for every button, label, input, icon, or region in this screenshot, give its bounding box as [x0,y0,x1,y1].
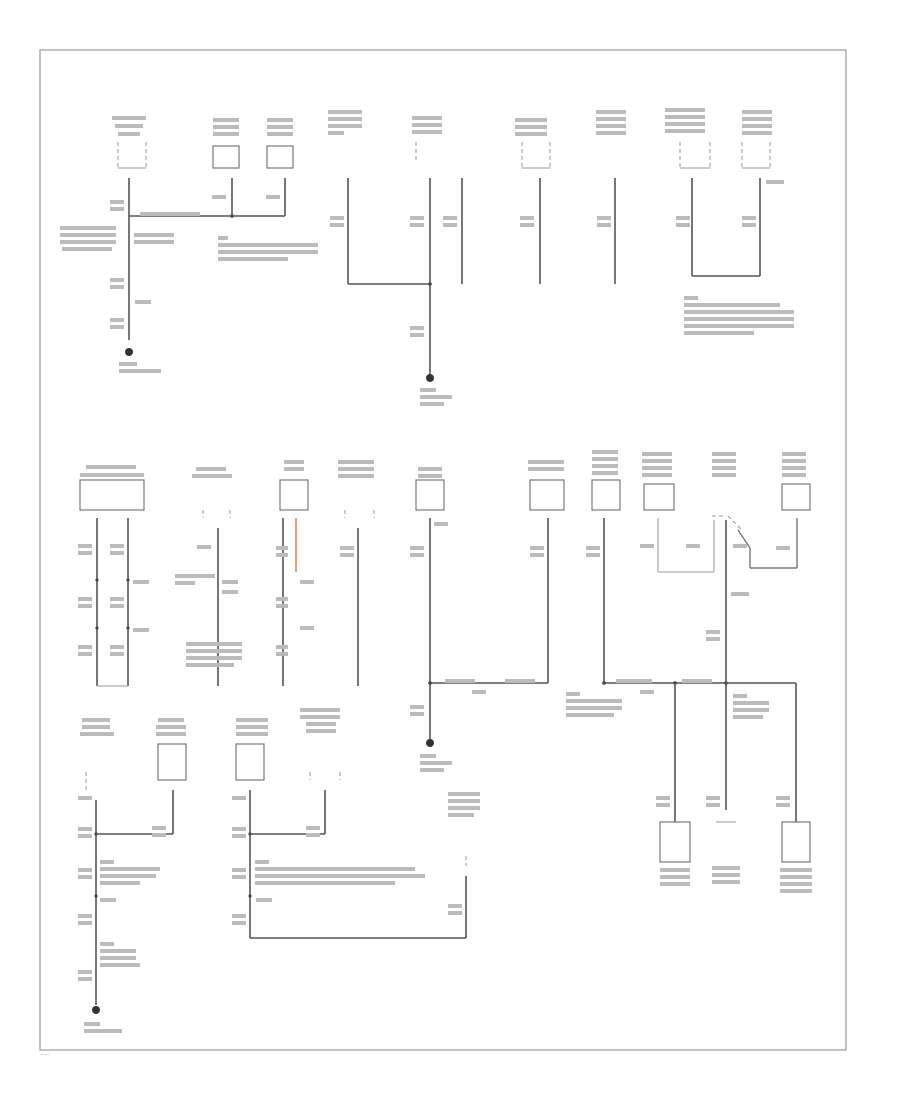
component-low-3 [232,718,425,938]
component-top-2 [212,118,240,216]
component-mid-2 [175,467,242,686]
component-low-r2 [712,821,740,884]
diagram-frame [39,49,847,1051]
ground-symbol [92,1006,100,1014]
component-low-2 [152,718,187,837]
component-mid-7 [566,450,622,717]
component-mid-1 [78,465,149,687]
component-low-r3 [780,821,812,893]
component-mid-4 [338,460,375,686]
component-mid-5 [410,467,452,772]
component-top-6 [515,118,551,284]
ground-symbol [125,348,133,356]
component-top-1 [60,116,174,373]
component-mid-6 [528,460,565,683]
component-low-1 [78,718,160,1033]
component-top-3 [266,118,294,216]
component-mid-3 [276,460,314,686]
footer-mark: —— [40,1053,50,1058]
component-low-5 [448,792,480,938]
ground-symbol [426,374,434,382]
component-top-4 [328,110,362,284]
component-top-9 [741,110,784,276]
ground-symbol [426,739,434,747]
component-top-5 [410,116,463,406]
component-low-r1 [659,821,691,886]
component-mid-9 [686,452,769,810]
component-top-8 [665,108,711,276]
component-low-4 [300,708,341,837]
component-top-7 [596,110,626,284]
component-mid-10 [749,452,811,569]
component-mid-8 [640,452,714,573]
